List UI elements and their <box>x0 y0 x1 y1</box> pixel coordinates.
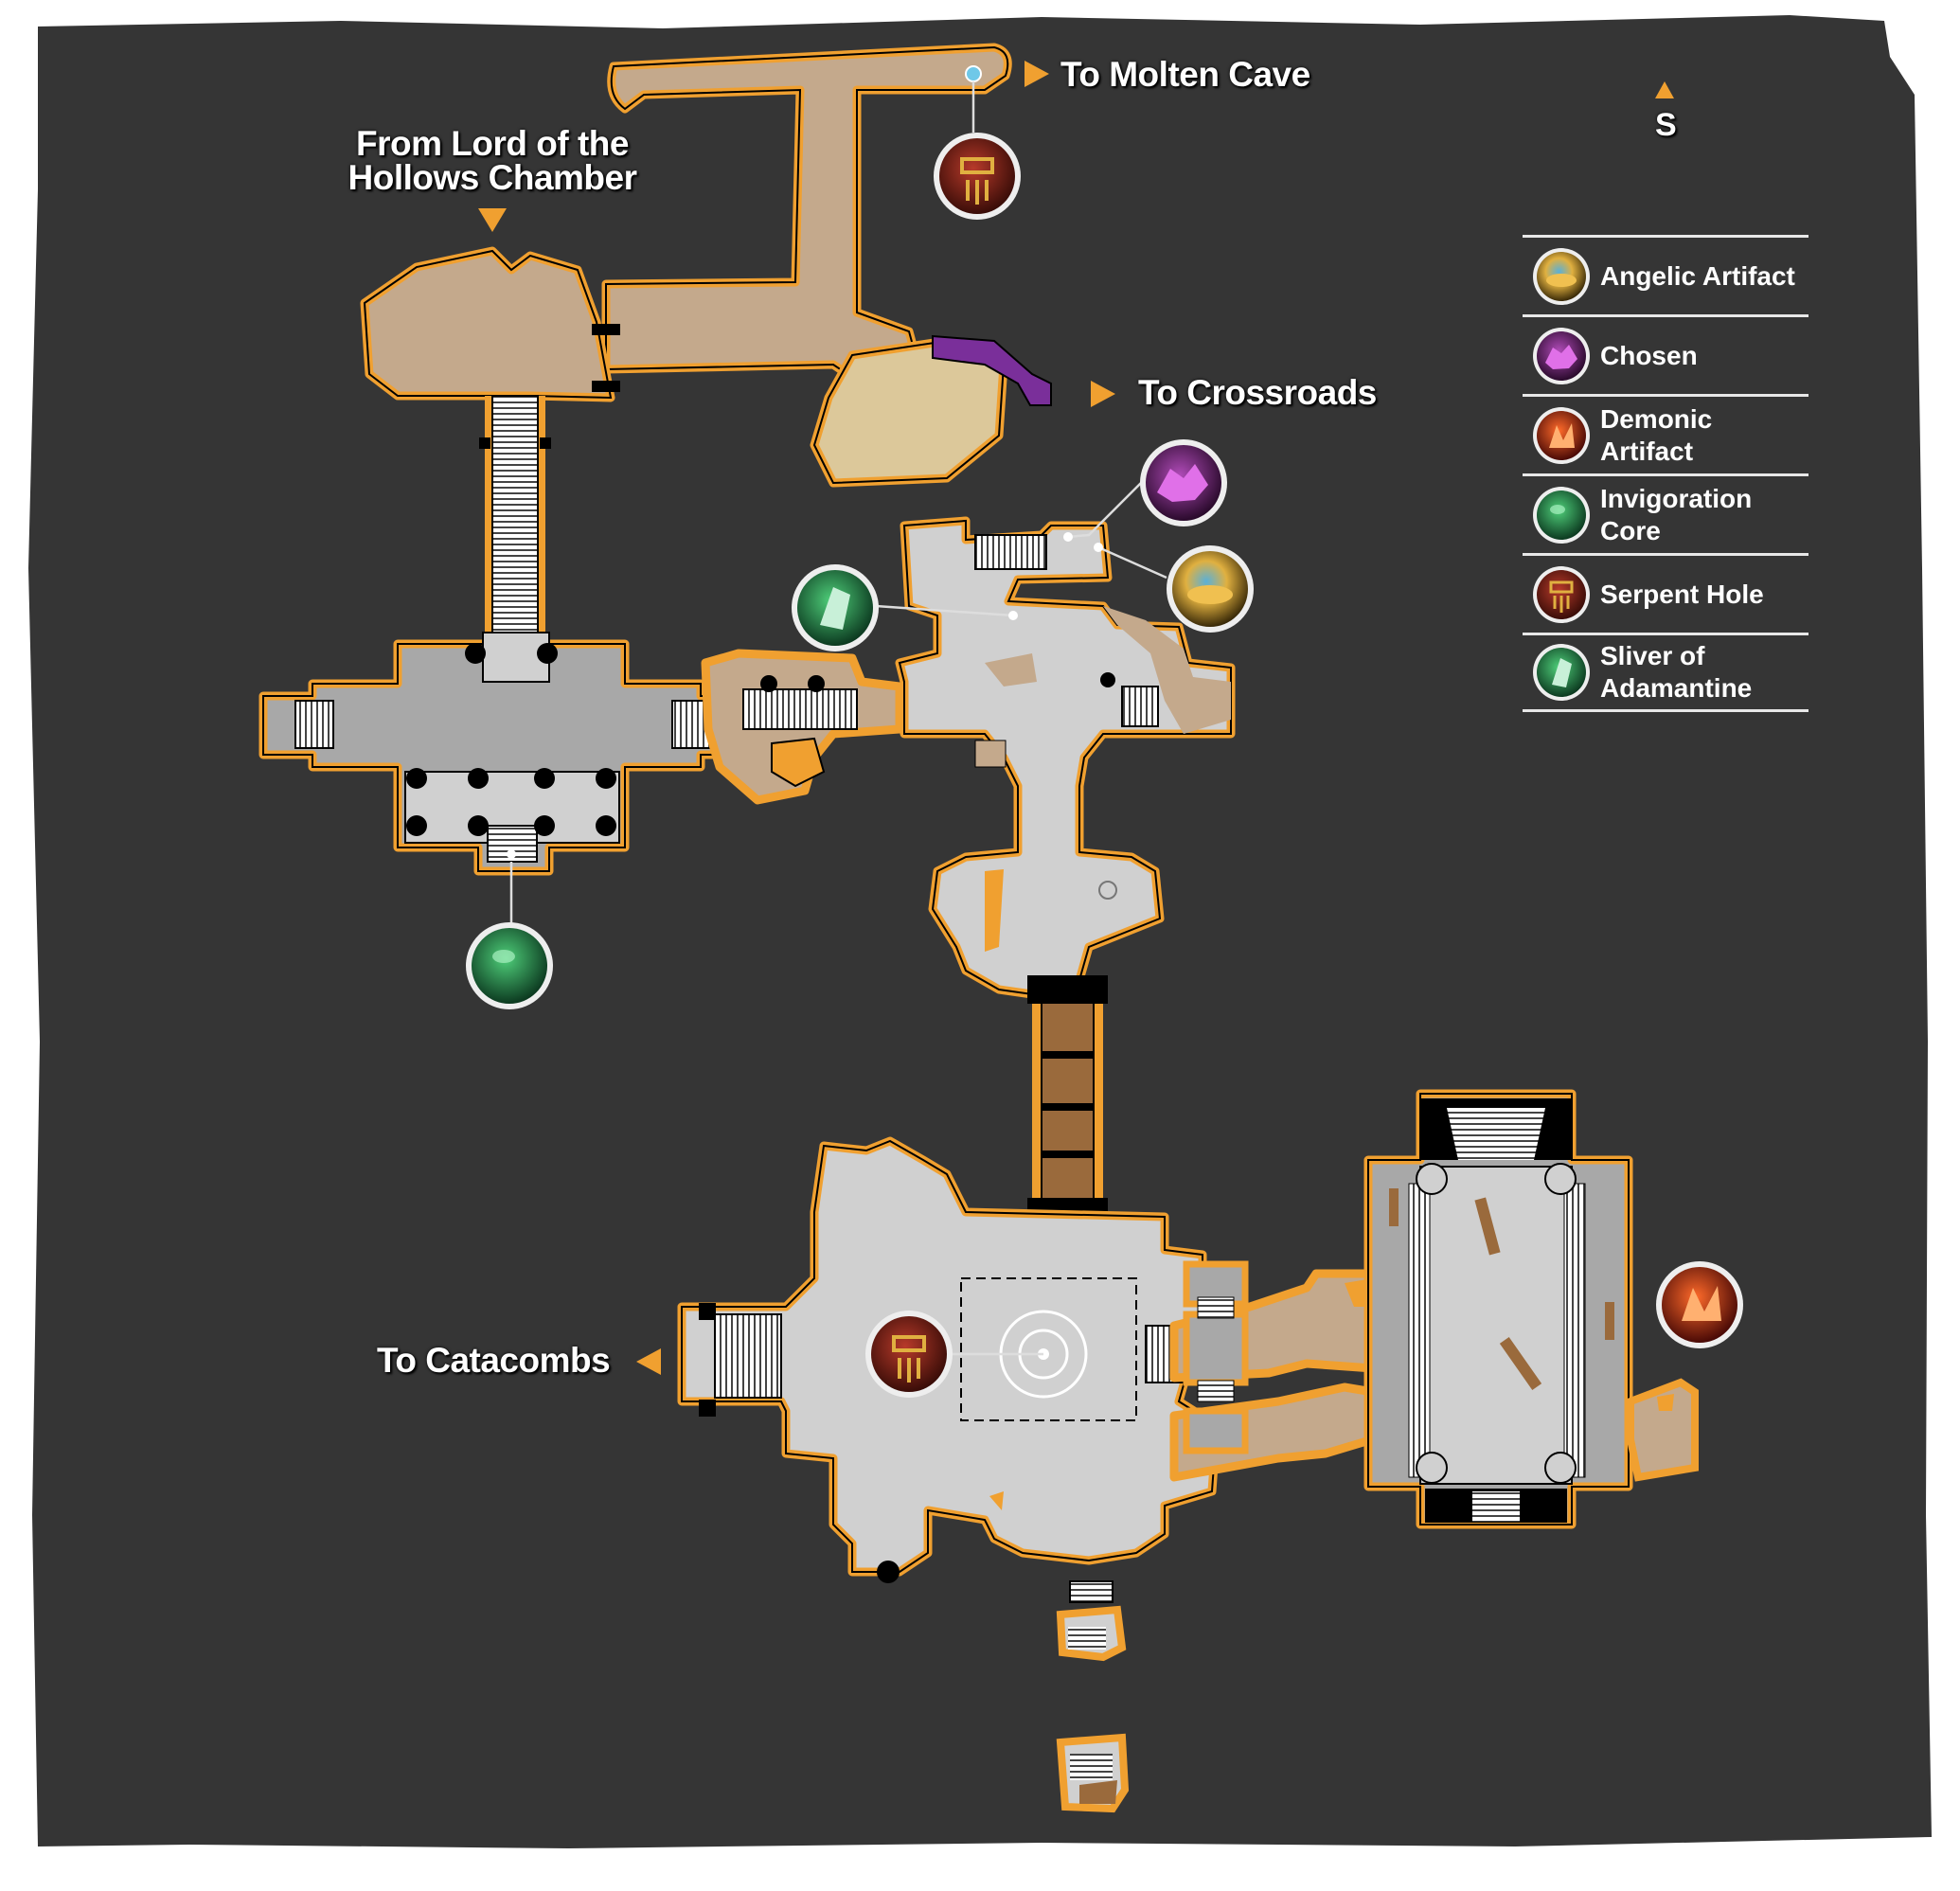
direction-arrows <box>478 61 1674 1375</box>
legend-item-invigoration-core: Invigoration Core <box>1523 473 1809 553</box>
serpent-hole-marker-north[interactable] <box>934 133 1021 220</box>
legend-label: Sliver of Adamantine <box>1600 641 1753 703</box>
legend-label: Chosen <box>1600 340 1698 370</box>
compass-arrow <box>1655 81 1674 98</box>
legend-label: Demonic Artifact <box>1600 403 1713 466</box>
label-from-lord-of-the-hollows[interactable]: From Lord of the Hollows Chamber <box>347 124 638 197</box>
molten-cave-waypoint <box>965 65 982 82</box>
angelic-artifact-icon <box>1533 247 1590 305</box>
arrow-crossroads <box>1091 381 1115 407</box>
label-to-catacombs[interactable]: To Catacombs <box>377 1341 611 1380</box>
label-to-molten-cave[interactable]: To Molten Cave <box>1060 55 1310 94</box>
arrow-catacombs <box>636 1348 661 1375</box>
angelic-artifact-marker[interactable] <box>1167 545 1254 633</box>
legend-label: Serpent Hole <box>1600 579 1764 609</box>
legend: Angelic Artifact Chosen Demonic Artifact… <box>1523 235 1809 712</box>
leader-lines <box>509 81 1167 1356</box>
legend-label: Invigoration Core <box>1600 483 1753 545</box>
central-rooms <box>895 516 1236 999</box>
east-passages <box>1169 1260 1378 1482</box>
demonic-artifact-icon <box>1533 406 1590 464</box>
invigoration-core-icon <box>1533 486 1590 544</box>
label-to-crossroads[interactable]: To Crossroads <box>1138 373 1377 412</box>
legend-item-angelic-artifact: Angelic Artifact <box>1523 235 1809 314</box>
compass-label: S <box>1655 107 1677 143</box>
west-east-connector <box>701 649 904 805</box>
chosen-icon <box>1533 327 1590 384</box>
invigoration-core-marker[interactable] <box>466 922 553 1009</box>
wood-bridge <box>1027 975 1108 1226</box>
legend-item-sliver-of-adamantine: Sliver of Adamantine <box>1523 633 1809 712</box>
serpent-hole-marker-south[interactable] <box>865 1311 953 1398</box>
west-hall <box>258 632 753 876</box>
legend-label: Angelic Artifact <box>1600 260 1795 291</box>
arrow-molten-cave <box>1025 61 1049 87</box>
south-fragments <box>1056 1605 1130 1813</box>
chosen-marker[interactable] <box>1140 439 1227 526</box>
legend-item-serpent-hole: Serpent Hole <box>1523 553 1809 633</box>
sliver-of-adamantine-icon <box>1533 644 1590 701</box>
legend-item-demonic-artifact: Demonic Artifact <box>1523 394 1809 473</box>
demonic-artifact-marker[interactable] <box>1656 1261 1743 1348</box>
legend-item-chosen: Chosen <box>1523 314 1809 394</box>
arrow-from-lord <box>478 208 507 232</box>
north-cave-passages <box>360 43 1052 488</box>
serpent-hole-icon <box>1533 565 1590 623</box>
east-hall <box>1363 1089 1699 1529</box>
sliver-of-adamantine-marker[interactable] <box>792 564 879 651</box>
